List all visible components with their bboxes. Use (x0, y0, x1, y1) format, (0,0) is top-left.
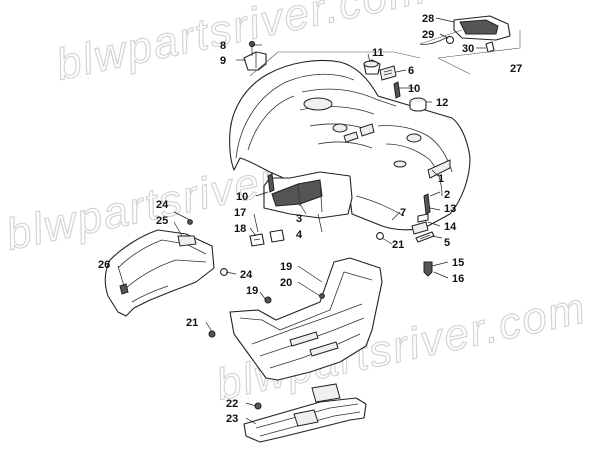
fastener-group-right (267, 81, 435, 277)
callout-26: 26 (98, 259, 110, 271)
callout-30: 30 (462, 43, 474, 55)
callout-29: 29 (422, 29, 434, 41)
callout-28: 28 (422, 13, 434, 25)
callout-1: 1 (438, 173, 444, 185)
callout-13: 13 (444, 203, 456, 215)
callout-6: 6 (408, 65, 414, 77)
footrest-bracket (243, 383, 367, 443)
footwell (208, 257, 383, 381)
callout-7: 7 (400, 207, 406, 219)
callout-4: 4 (296, 229, 303, 241)
callout-10-lower: 10 (236, 191, 248, 203)
decal-label (379, 65, 397, 81)
taillight-assembly (419, 15, 511, 53)
callout-16: 16 (452, 273, 464, 285)
callout-21-lower: 21 (186, 317, 198, 329)
leader-lines (117, 17, 521, 425)
grommet (409, 97, 427, 112)
callout-5: 5 (444, 237, 450, 249)
side-panel (104, 219, 228, 317)
callout-17: 17 (234, 207, 246, 219)
callout-24-lower: 24 (240, 269, 253, 281)
callout-21: 21 (392, 239, 404, 251)
callout-14: 14 (444, 221, 457, 233)
callout-22: 22 (226, 398, 238, 410)
callout-20: 20 (280, 277, 292, 289)
callout-25: 25 (156, 215, 168, 227)
watermark: blwpartsriver.com (52, 0, 431, 90)
callout-9: 9 (220, 55, 226, 67)
mount-bracket (243, 40, 267, 71)
callout-27: 27 (510, 63, 522, 75)
callout-10: 10 (408, 83, 420, 95)
callout-12: 12 (436, 97, 448, 109)
filler-cap (363, 59, 381, 75)
callout-8: 8 (220, 40, 226, 52)
storage-box (263, 171, 353, 219)
callout-3: 3 (296, 213, 302, 225)
rear-fender (229, 59, 471, 231)
callout-15: 15 (452, 257, 464, 269)
callout-23: 23 (226, 413, 238, 425)
callout-19: 19 (280, 261, 292, 273)
callout-19-lower: 19 (246, 285, 258, 297)
callout-11: 11 (372, 47, 384, 59)
callout-18: 18 (234, 223, 246, 235)
callout-2: 2 (444, 189, 450, 201)
clip-parts (249, 229, 285, 247)
callout-labels: 1 2 3 4 5 6 7 8 9 10 10 11 12 13 14 15 1… (98, 13, 522, 425)
callout-24: 24 (156, 199, 169, 211)
